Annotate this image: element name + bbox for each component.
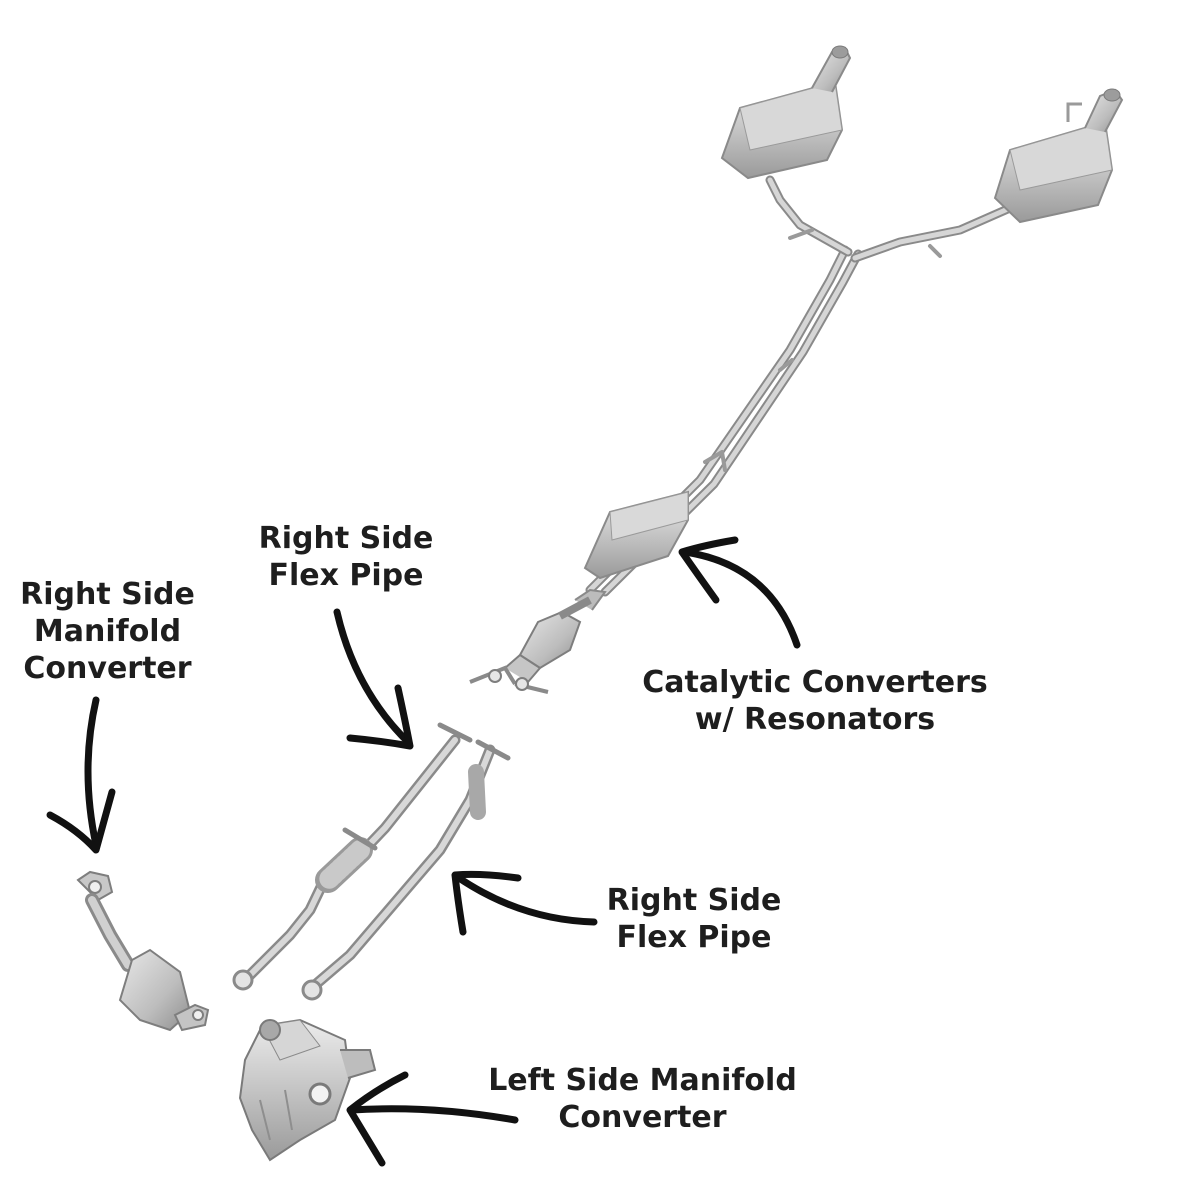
arrow-to-left-manifold-converter (346, 1071, 519, 1167)
label-right-side-flex-pipe-bottom: Right Side Flex Pipe (598, 882, 790, 956)
left-muffler (720, 45, 852, 180)
flange (342, 827, 378, 851)
hanger-bracket (703, 450, 727, 472)
flange (475, 739, 511, 761)
label-right-side-flex-pipe-top: Right Side Flex Pipe (250, 520, 442, 594)
label-line: Catalytic Converters (642, 665, 988, 700)
label-line: Manifold (33, 614, 182, 649)
right-muffler (993, 88, 1124, 224)
right-branch-pipe (850, 203, 1015, 263)
flex-pipe-2 (301, 739, 511, 1001)
arrow-to-flex-pipe-1 (333, 608, 414, 750)
label-left-side-manifold-converter: Left Side Manifold Converter (470, 1062, 815, 1136)
label-line: Left Side Manifold (488, 1063, 797, 1098)
hanger-bracket (778, 358, 794, 372)
catalytic-converter (469, 588, 607, 694)
label-line: Converter (23, 651, 192, 686)
resonator (583, 490, 689, 580)
arrow-to-flex-pipe-2 (451, 870, 598, 936)
label-line: Right Side (258, 521, 434, 556)
arrow-to-right-manifold-converter (46, 696, 116, 854)
left-branch-pipe (765, 175, 853, 257)
left-manifold-converter (238, 1018, 377, 1162)
label-line: Flex Pipe (268, 558, 424, 593)
label-line: w/ Resonators (694, 702, 936, 737)
label-line: Right Side (20, 577, 195, 612)
flange (437, 722, 473, 743)
label-line: Converter (558, 1100, 727, 1135)
label-line: Right Side (606, 883, 782, 918)
flex-pipe-1 (232, 722, 473, 991)
label-line: Flex Pipe (616, 920, 772, 955)
label-right-side-manifold-converter: Right Side Manifold Converter (20, 576, 195, 687)
right-manifold-converter (76, 870, 210, 1032)
label-catalytic-converters: Catalytic Converters w/ Resonators (630, 664, 1000, 738)
arrow-to-catalytic-converters (678, 536, 801, 649)
